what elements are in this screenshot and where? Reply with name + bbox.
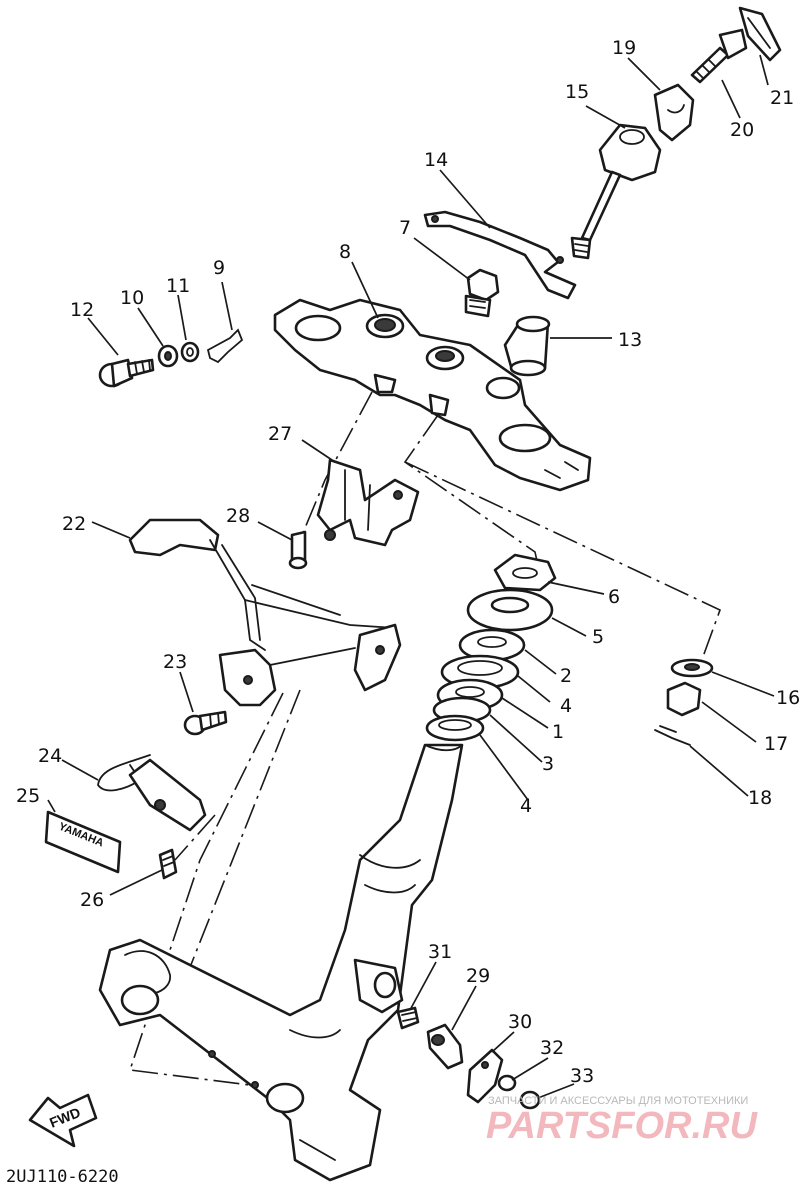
part-12-bolt — [98, 358, 155, 388]
callout-33: 33 — [570, 1065, 594, 1087]
part-24-bracket — [128, 758, 207, 832]
part-11-washer — [180, 341, 200, 363]
part-25-emblem: YAMAHA — [44, 810, 122, 874]
callout-7: 7 — [399, 217, 411, 239]
callout-4-lower: 4 — [520, 795, 532, 817]
callout-13: 13 — [618, 329, 642, 351]
part-21-gasket — [738, 6, 782, 62]
part-14-plate — [423, 210, 577, 300]
upper-bracket — [273, 298, 592, 492]
callout-11: 11 — [166, 275, 190, 297]
callout-20: 20 — [730, 119, 754, 141]
leader-lines — [47, 54, 775, 1099]
callout-25: 25 — [16, 785, 40, 807]
part-19-cap — [653, 83, 695, 142]
callout-6: 6 — [608, 586, 620, 608]
part-17-nut — [666, 681, 702, 717]
callout-18: 18 — [748, 787, 772, 809]
callout-15: 15 — [565, 81, 589, 103]
callout-28: 28 — [226, 505, 250, 527]
part-13-bushing — [503, 315, 551, 377]
part-26-screw — [158, 848, 178, 880]
callout-16: 16 — [776, 687, 800, 709]
part-18-pin — [654, 725, 691, 746]
watermark: ЗАПЧАСТИ И АКСЕССУАРЫ ДЛЯ МОТОТЕХНИКИ PA… — [486, 1095, 758, 1147]
callout-1: 1 — [552, 721, 564, 743]
part-7-stem-bolt — [464, 268, 500, 318]
part-32-washer — [497, 1074, 517, 1092]
part-10-washer — [157, 344, 179, 368]
callout-26: 26 — [80, 889, 104, 911]
callout-2: 2 — [560, 665, 572, 687]
callout-24: 24 — [38, 745, 62, 767]
callout-labels: 12 10 11 9 8 7 14 15 19 20 21 13 27 28 2… — [16, 37, 800, 1087]
part-31-bolt — [396, 1006, 420, 1030]
part-6-nut — [493, 553, 557, 592]
callout-30: 30 — [508, 1011, 532, 1033]
callout-5: 5 — [592, 626, 604, 648]
drawing-code: 2UJ110-6220 — [6, 1167, 119, 1187]
part-30-plate — [466, 1048, 504, 1104]
part-9-clip — [206, 328, 244, 364]
callout-23: 23 — [163, 651, 187, 673]
part-4-bearing-lower — [425, 714, 485, 742]
callout-29: 29 — [466, 965, 490, 987]
part-28-bolt — [288, 530, 308, 570]
callout-12: 12 — [70, 299, 94, 321]
part-5-washer — [466, 588, 554, 632]
callout-9: 9 — [213, 257, 225, 279]
callout-8: 8 — [339, 241, 351, 263]
callout-10: 10 — [120, 287, 144, 309]
callout-3: 3 — [542, 753, 554, 775]
callout-31: 31 — [428, 941, 452, 963]
callout-14: 14 — [424, 149, 448, 171]
watermark-tagline: ЗАПЧАСТИ И АКСЕССУАРЫ ДЛЯ МОТОТЕХНИКИ — [488, 1095, 748, 1107]
part-23-bolt — [183, 710, 228, 736]
callout-21: 21 — [770, 87, 794, 109]
part-29-sensor — [426, 1023, 464, 1070]
forward-direction-arrow: FWD — [28, 1093, 98, 1148]
part-22-stay — [128, 518, 402, 707]
part-16-washer — [670, 658, 714, 678]
callout-22: 22 — [62, 513, 86, 535]
callout-4-upper: 4 — [560, 695, 572, 717]
steering-stem-lower-bracket — [98, 743, 464, 1182]
callout-17: 17 — [764, 733, 788, 755]
part-27-bracket — [316, 458, 420, 547]
part-15-knob — [570, 123, 662, 260]
callout-19: 19 — [612, 37, 636, 59]
part-33-nut — [519, 1090, 541, 1110]
part-20-screw — [690, 28, 748, 84]
callout-27: 27 — [268, 423, 292, 445]
watermark-site: PARTSFOR.RU — [486, 1105, 758, 1147]
callout-32: 32 — [540, 1037, 564, 1059]
